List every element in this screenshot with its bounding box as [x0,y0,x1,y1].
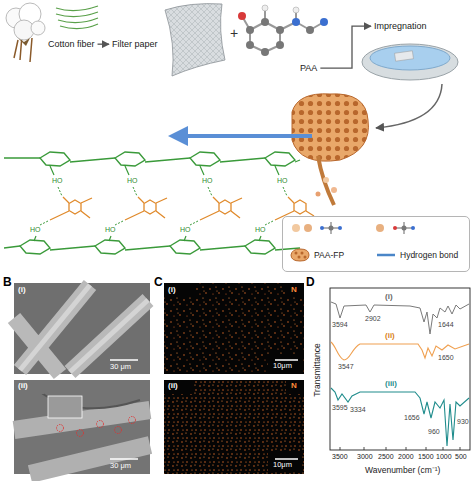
scale-label: 30 μm [110,462,131,470]
series-label: (ii) [385,332,395,341]
fiber-strand [318,156,334,205]
peak-label: 1644 [438,321,454,329]
sponge-illustration [292,94,368,161]
legend-swatch [375,247,397,263]
element-label: N [291,286,297,295]
atom-label: HO [202,177,213,185]
legend-text: Hydrogen bond [400,250,458,260]
tick-label: 1500 [418,453,434,461]
scale-label: 10μm [273,461,292,469]
paa-chain [50,197,314,220]
atom-label: HO [180,226,191,234]
legend-box: PAA-FP Hydrogen bond [282,216,470,272]
series-label: (i) [385,293,393,302]
node-text: PAA [300,63,317,73]
legend-swatch [289,247,311,263]
peak-label: 930 [457,418,469,426]
paa-molecule-model [238,5,328,56]
tick-label: 2500 [378,453,394,461]
filter-paper-illustration [165,4,225,76]
panel-letter: C [154,276,163,289]
legend-icons [292,222,415,234]
process-arrow [376,84,442,128]
legend-item: PAA-FP [289,247,344,263]
peak-label: 960 [428,428,440,436]
atom-label: HO [255,226,266,234]
tick-label: 3500 [332,453,348,461]
cellulose-chain [4,152,300,254]
image-caption-node: Cotton fiber [46,38,97,50]
peak-label: 3334 [350,406,366,414]
legend-text: PAA-FP [314,250,344,260]
image-caption-node: Impregnation [372,20,429,32]
cotton-illustration [6,3,98,62]
atom-label: HO [52,177,63,185]
subpanel-label: (ii) [18,382,28,391]
node-text: Cotton fiber [48,39,95,49]
scale-label: 10μm [273,362,292,370]
series-label: (iii) [385,380,397,389]
petri-dish [362,44,458,80]
node-text: Impregnation [374,21,427,31]
peak-label: 1656 [404,414,420,422]
axis-title: Wavenumber (cm⁻¹) [365,466,440,475]
plus-sign: + [230,26,238,41]
panel-letter: B [3,276,12,289]
atom-label: HO [127,177,138,185]
atom-label: HO [105,226,116,234]
panel-letter: D [306,276,315,289]
subpanel-label: (i) [18,286,26,295]
process-arrow [98,44,109,45]
ftir-chart [330,288,470,450]
peak-label: 3595 [332,404,348,412]
atom-label: HO [30,226,41,234]
element-label: N [291,382,297,391]
process-arrow [320,26,371,68]
eds-map [164,283,304,474]
subpanel-label: (ii) [168,382,178,391]
subpanel-label: (i) [168,286,176,295]
atom-label: HO [277,177,288,185]
tick-label: 500 [455,453,467,461]
sem-image [14,283,150,474]
peak-label: 1650 [438,354,454,362]
image-caption-node: PAA [298,62,319,74]
image-caption-node: Filter paper [110,38,160,50]
zoom-arrow [172,134,312,138]
tick-label: 2000 [398,453,414,461]
peak-label: 2902 [365,315,381,323]
hydrogen-bond [40,187,287,225]
scale-label: 30 μm [110,363,131,371]
molecule-balls [316,177,338,197]
peak-label: 3594 [332,321,348,329]
node-text: Filter paper [112,39,158,49]
axis-title: Transmittance [313,343,322,397]
peak-label: 3547 [338,363,354,371]
tick-label: 1000 [436,453,452,461]
tick-label: 3000 [357,453,373,461]
legend-item: Hydrogen bond [375,247,458,263]
